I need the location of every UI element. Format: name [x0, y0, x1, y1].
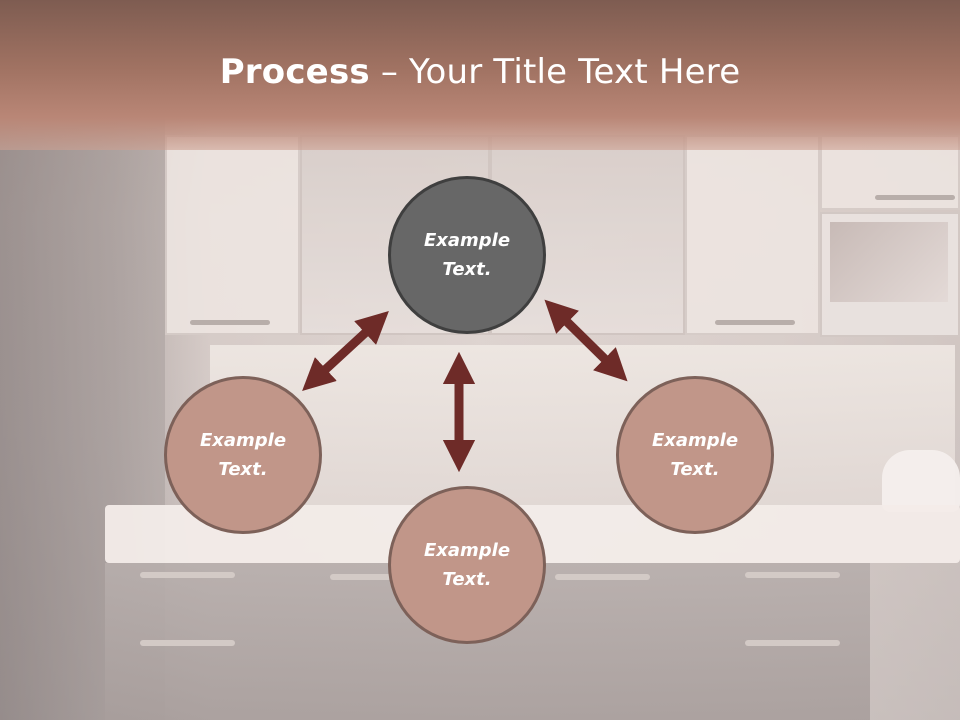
background-microwave-window — [830, 222, 948, 302]
title-bold: Process — [219, 52, 370, 92]
process-node-left[interactable]: Example Text. — [164, 376, 322, 534]
process-node-center[interactable]: Example Text. — [388, 176, 546, 334]
slide-title: Process – Your Title Text Here — [0, 52, 960, 92]
node-label: Example Text. — [423, 230, 511, 280]
background-handle — [745, 640, 840, 646]
node-label: Example Text. — [199, 430, 287, 480]
node-label: Example Text. — [651, 430, 739, 480]
background-handle — [140, 572, 235, 578]
process-node-bottom[interactable]: Example Text. — [388, 486, 546, 644]
title-rest: – Your Title Text Here — [369, 52, 741, 92]
title-band — [0, 0, 960, 150]
background-handle — [140, 640, 235, 646]
background-handle — [555, 574, 650, 580]
process-node-right[interactable]: Example Text. — [616, 376, 774, 534]
arrow-top-right — [544, 299, 628, 382]
background-toaster — [882, 450, 960, 512]
background-handle — [745, 572, 840, 578]
background-handle — [330, 574, 425, 580]
background-cabinet — [685, 135, 820, 335]
arrow-top-left — [302, 311, 389, 391]
background-cabinet — [165, 135, 300, 335]
background-handle — [875, 195, 955, 200]
node-label: Example Text. — [423, 540, 511, 590]
background-handle — [715, 320, 795, 325]
background-handle — [190, 320, 270, 325]
